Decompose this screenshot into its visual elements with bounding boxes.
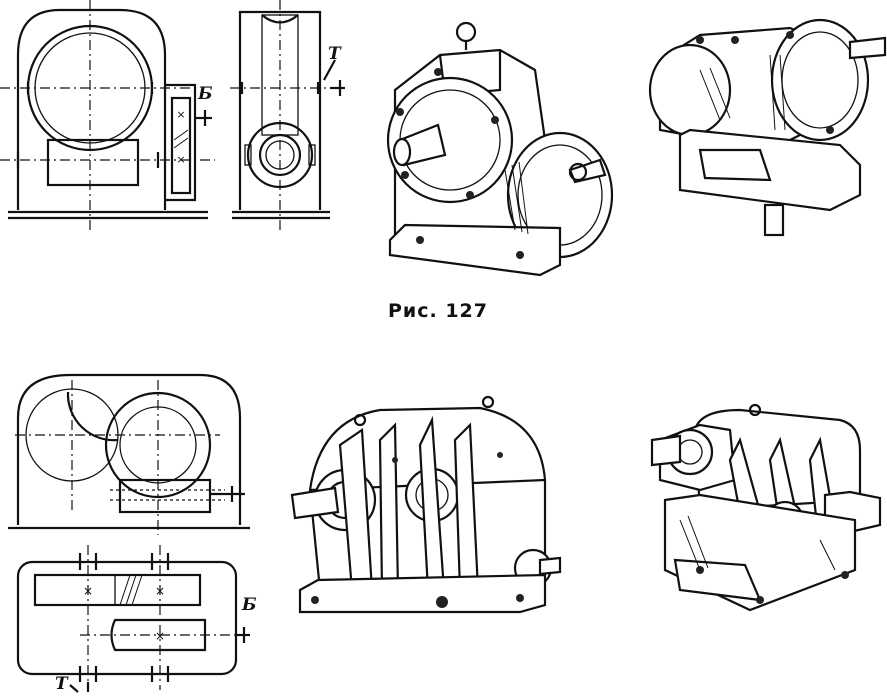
worm-gearbox-3d-sketch-b: [648, 18, 887, 237]
label-t-top: Т: [328, 44, 341, 64]
worm-gearbox-front-schematic: × ×: [0, 0, 215, 230]
svg-text:×: ×: [155, 629, 165, 643]
spur-gearbox-schematic-plan: × × ×: [16, 545, 250, 693]
label-b-bottom: Б: [242, 595, 257, 615]
worm-gearbox-side-schematic: [230, 0, 345, 232]
svg-text:×: ×: [176, 108, 185, 121]
spur-gearbox-schematic-front: [8, 373, 250, 535]
label-b-top: Б: [198, 84, 213, 104]
spur-gearbox-3d-sketch-b: [650, 403, 882, 612]
figure-caption: Рис. 127: [388, 300, 488, 322]
spur-gearbox-3d-sketch-a: [290, 395, 562, 614]
label-t-bottom: Т: [55, 674, 68, 694]
svg-text:×: ×: [176, 153, 185, 166]
worm-gearbox-3d-sketch-a: [386, 21, 614, 277]
